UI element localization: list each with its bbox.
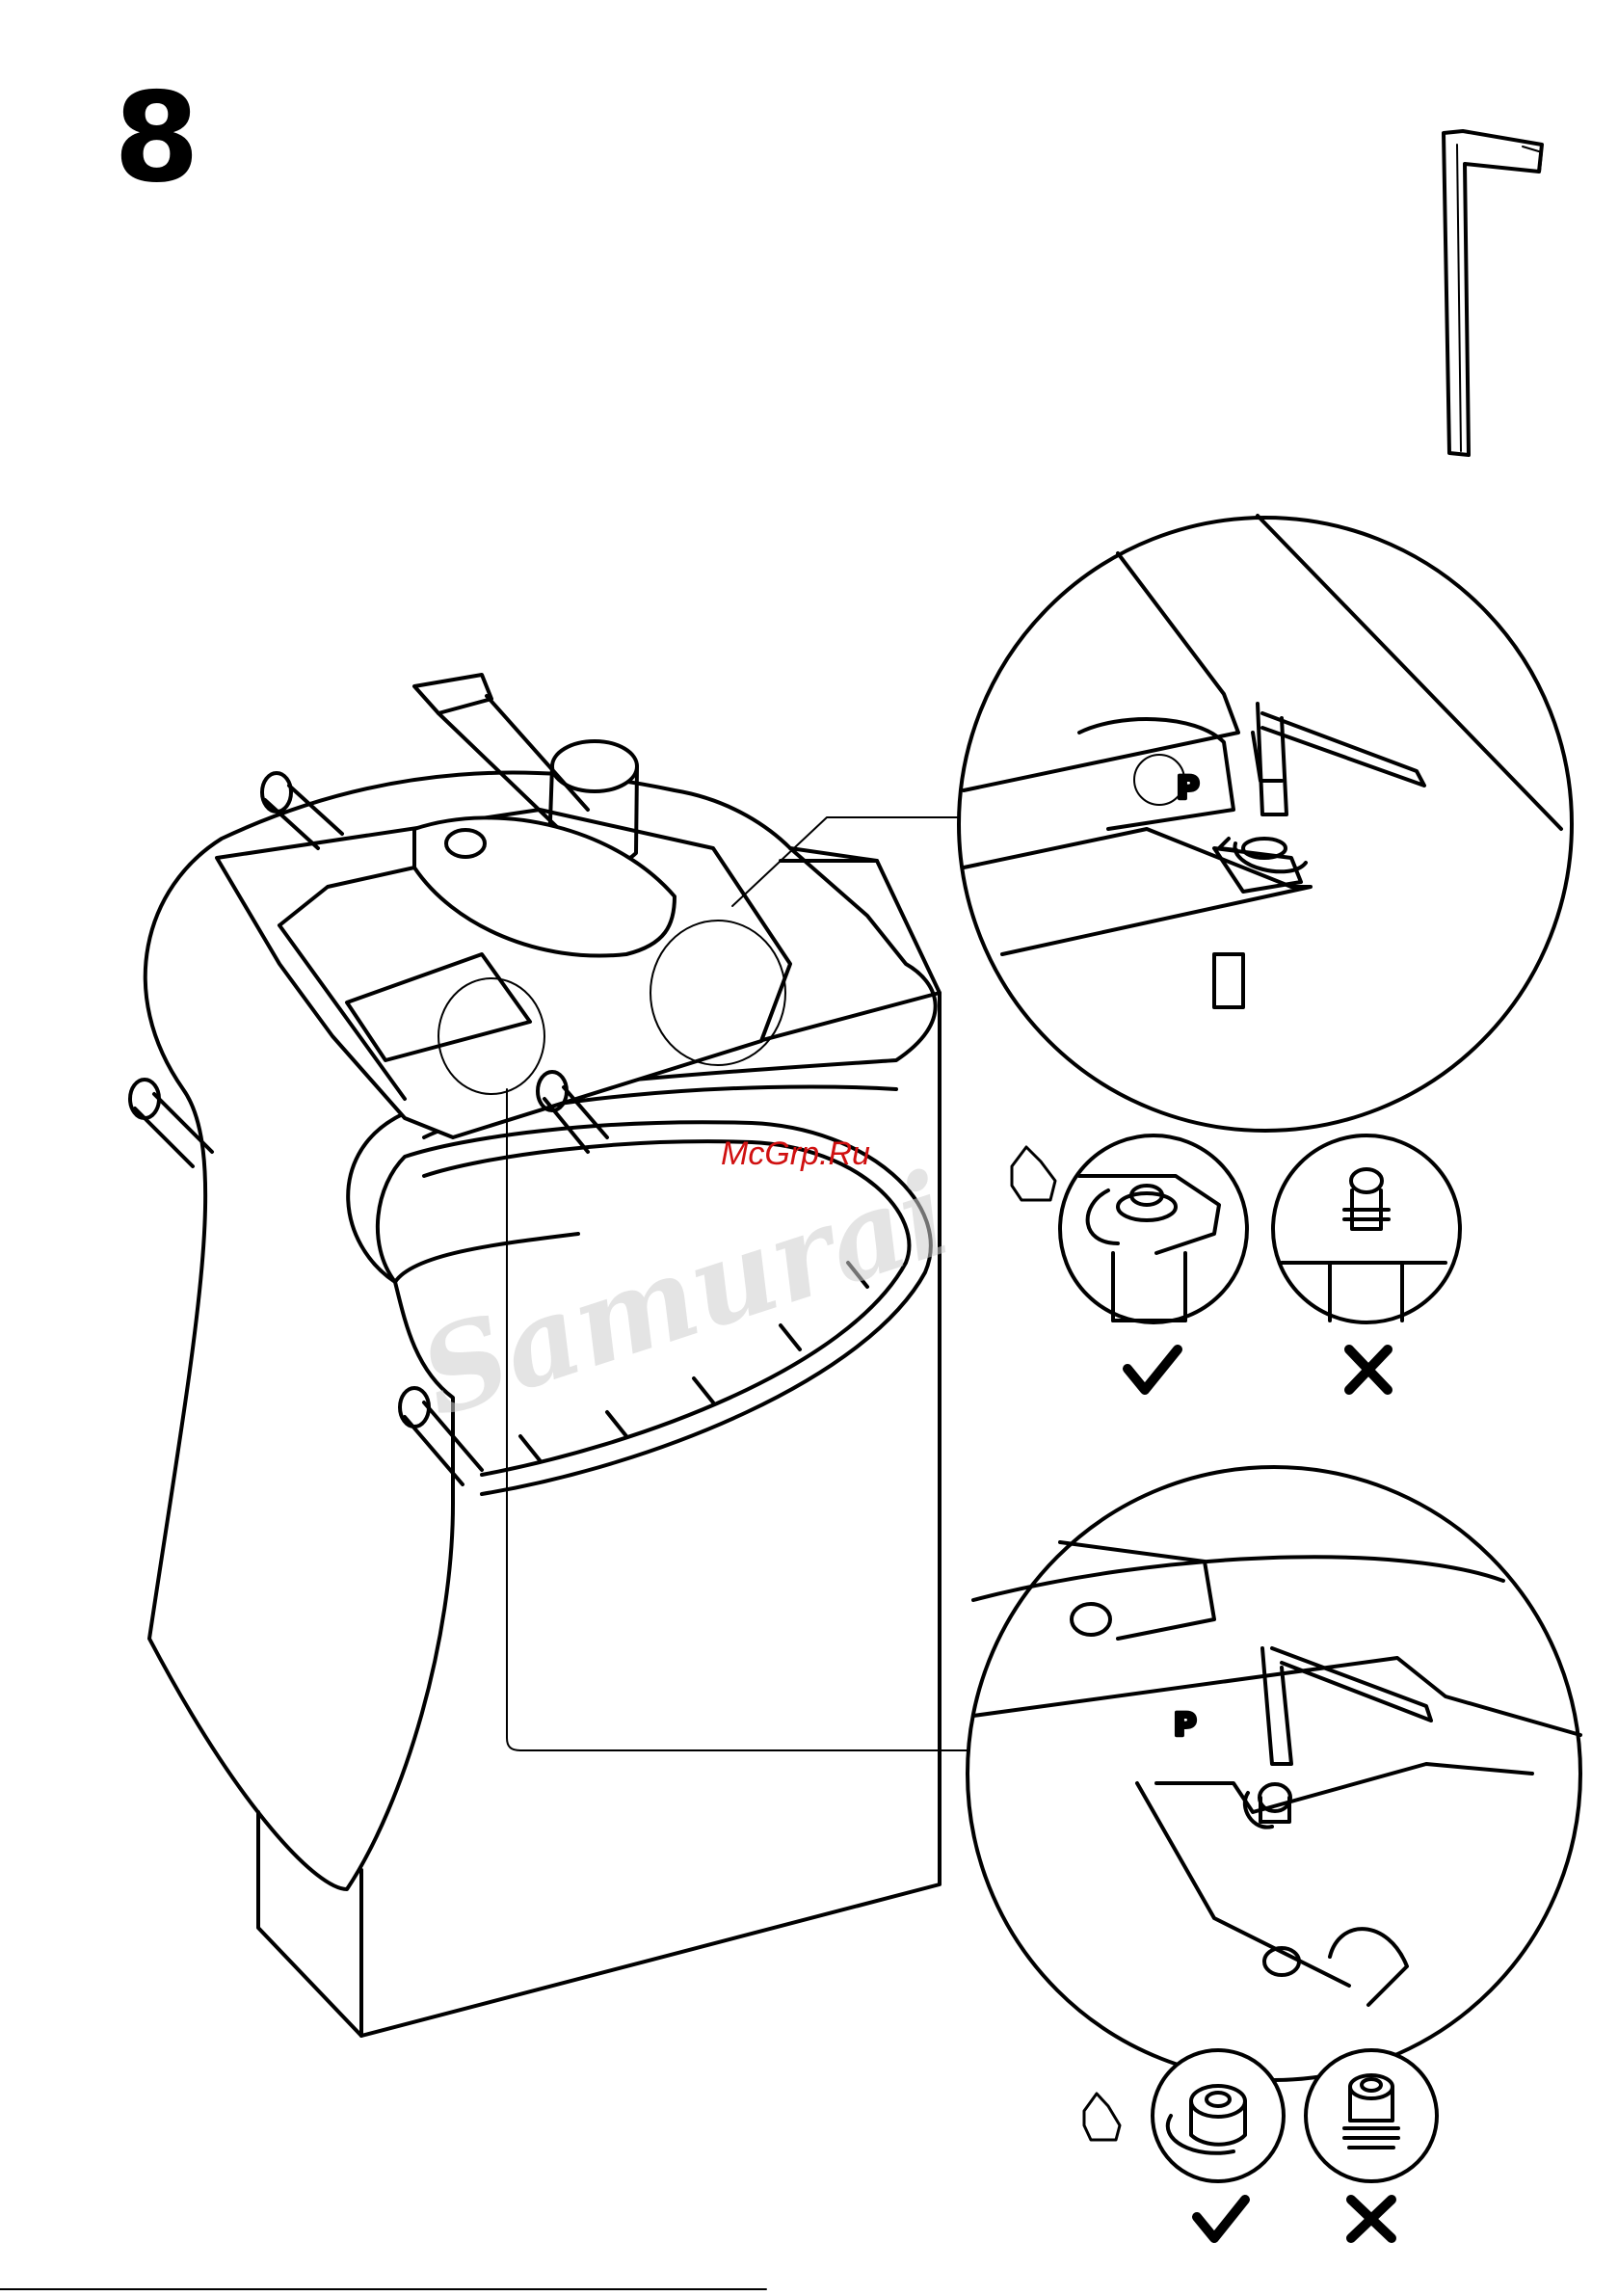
check-mark-icon [1197, 2200, 1245, 2238]
indicator-top-wrong [1273, 1135, 1460, 1322]
indicator-top-correct [1012, 1135, 1247, 1322]
watermark-mcgrp: McGrp.Ru [721, 1135, 870, 1173]
indicator-bottom-wrong [1306, 2050, 1437, 2181]
check-mark-icon [1127, 1349, 1178, 1390]
cross-mark-icon [1351, 2200, 1392, 2238]
indicator-bottom-correct [1084, 2050, 1284, 2181]
detail-circle-bottom [968, 1467, 1580, 2080]
detail-circle-top [959, 516, 1572, 1131]
allen-key-icon [1444, 131, 1542, 455]
part-label-bottom: P [1174, 1706, 1196, 1743]
cross-mark-icon [1349, 1349, 1388, 1390]
watermark-samurai: Samurai [405, 1146, 965, 1444]
part-label-top: P [1177, 769, 1199, 806]
